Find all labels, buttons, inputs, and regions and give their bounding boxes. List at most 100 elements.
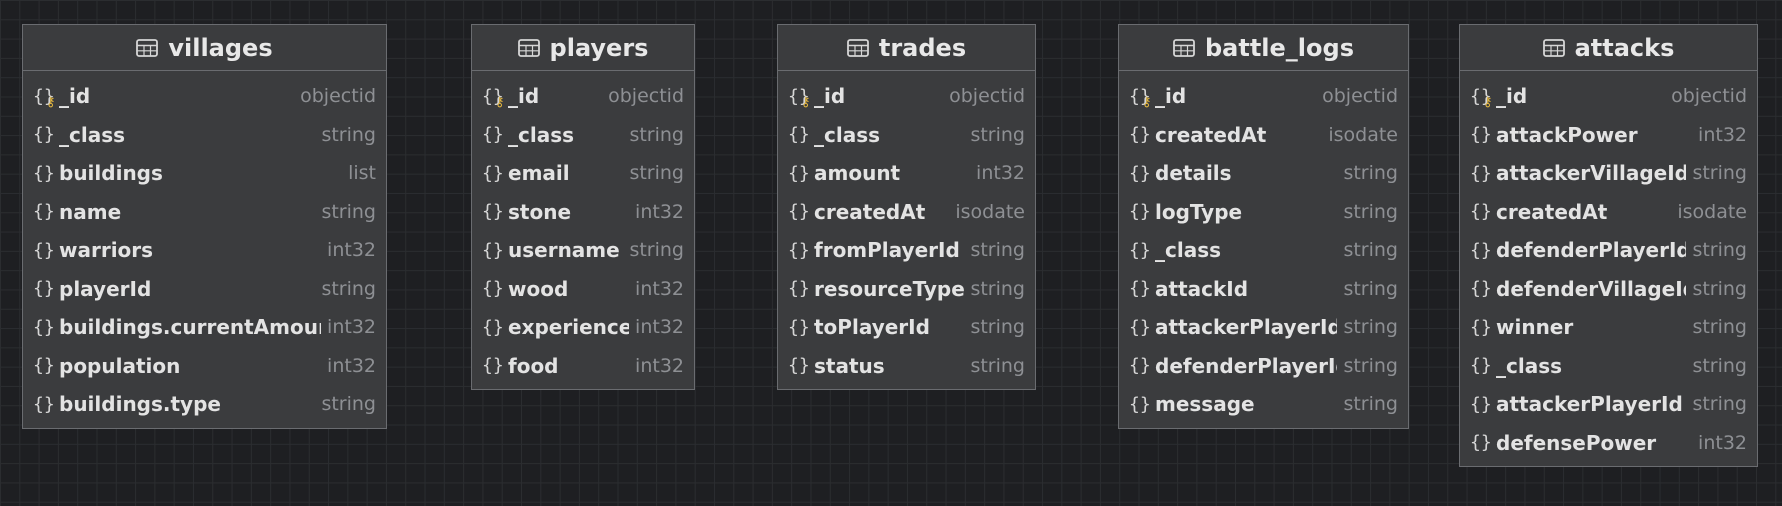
- field-name: attackId: [1155, 276, 1249, 301]
- field-type: int32: [1698, 123, 1747, 146]
- field-type: objectid: [949, 85, 1025, 108]
- field-type: string: [321, 200, 376, 223]
- table-title: players: [549, 33, 649, 62]
- field-name: _class: [59, 122, 126, 147]
- field-name: stone: [508, 199, 572, 224]
- field-name: defenderPlayerId: [1496, 238, 1687, 263]
- field-type: string: [629, 123, 684, 146]
- field-name: _id: [814, 84, 846, 109]
- table-icon: [136, 38, 159, 57]
- field-name: email: [508, 161, 570, 186]
- field-type: isodate: [955, 200, 1025, 223]
- field-type: string: [1343, 277, 1398, 300]
- field-name: playerId: [59, 276, 152, 301]
- field-name: defensePower: [1496, 430, 1657, 455]
- key-icon: ⚷: [1142, 94, 1152, 110]
- table-header[interactable]: trades: [778, 25, 1035, 71]
- field-name: experience: [508, 315, 630, 340]
- field-name: attackerPlayerId: [1155, 315, 1338, 340]
- field-icon: {}: [1470, 239, 1492, 261]
- primary-key-field-icon: {}⚷: [482, 85, 505, 110]
- field-icon: {}: [788, 278, 810, 300]
- field-name: amount: [814, 161, 901, 186]
- field-row[interactable]: {}⚷_id objectid: [778, 77, 1035, 116]
- field-type: int32: [635, 354, 684, 377]
- field-type: string: [970, 123, 1025, 146]
- table-header[interactable]: players: [472, 25, 694, 71]
- field-type: int32: [1698, 431, 1747, 454]
- primary-key-field-icon: {}⚷: [788, 85, 811, 110]
- field-name: wood: [508, 276, 569, 301]
- key-icon: ⚷: [495, 94, 505, 110]
- field-icon: {}: [1129, 162, 1151, 184]
- field-icon: {}: [788, 316, 810, 338]
- table-header[interactable]: attacks: [1460, 25, 1757, 71]
- field-name: _class: [508, 122, 575, 147]
- field-name: createdAt: [1155, 122, 1267, 147]
- table-title: battle_logs: [1204, 33, 1354, 62]
- field-name: attackerVillageId: [1496, 161, 1687, 186]
- field-icon: {}: [788, 124, 810, 146]
- table-header[interactable]: battle_logs: [1119, 25, 1408, 71]
- field-type: objectid: [300, 85, 376, 108]
- field-type: int32: [635, 316, 684, 339]
- field-icon: {}: [1129, 355, 1151, 377]
- key-icon: ⚷: [1483, 94, 1493, 110]
- field-icon: {}: [1470, 355, 1492, 377]
- field-name: _class: [1496, 353, 1563, 378]
- table-header[interactable]: villages: [23, 25, 386, 71]
- field-type: string: [970, 277, 1025, 300]
- field-type: string: [321, 277, 376, 300]
- field-icon: {}: [788, 355, 810, 377]
- field-icon: {}: [788, 201, 810, 223]
